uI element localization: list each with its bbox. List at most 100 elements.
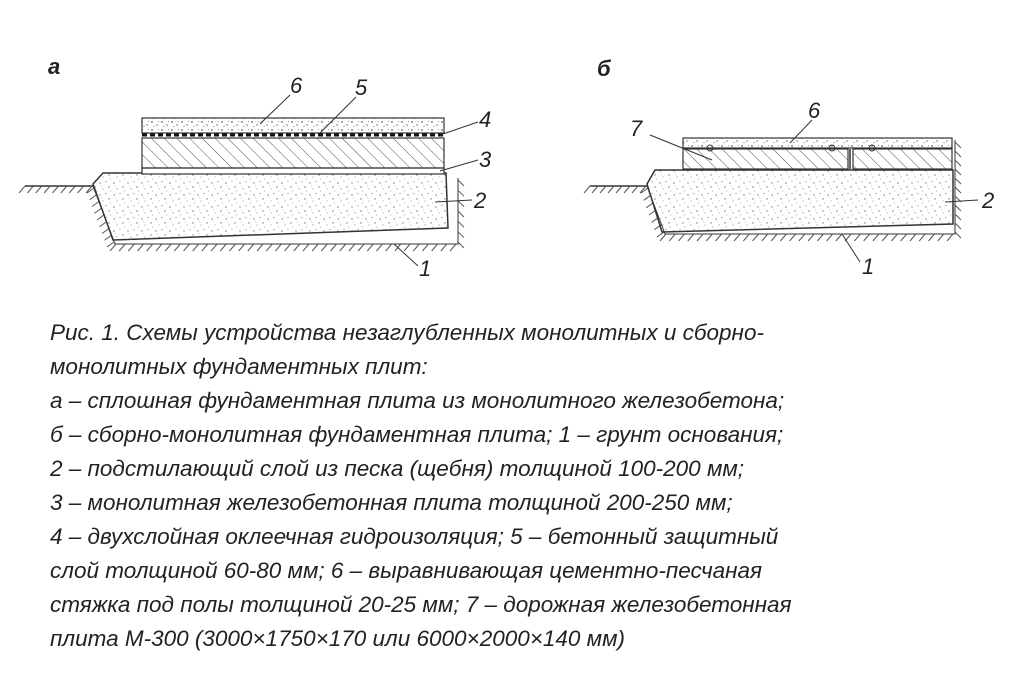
caption-line: слой толщиной 60-80 мм; 6 – выравнивающа… [50, 558, 763, 583]
ground-hatch-tick [293, 243, 301, 252]
panel-b-road-slab-left [682, 148, 849, 170]
ground-hatch-tick [457, 220, 465, 228]
ground-hatch-tick [18, 185, 26, 194]
ground-hatch-tick [954, 177, 962, 185]
ground-hatch-tick [733, 233, 741, 242]
ground-hatch-tick [668, 233, 676, 242]
ground-hatch-tick [891, 233, 898, 242]
ground-hatch-tick [85, 185, 93, 194]
ground-hatch-tick [348, 243, 356, 252]
ground-hatch-tick [607, 185, 615, 194]
ground-hatch-tick [173, 243, 181, 252]
ground-hatch-tick [256, 243, 264, 252]
panel-a-protective-layer [141, 137, 445, 169]
panel-a-leveling-screed [141, 117, 445, 134]
ground-hatch-tick [761, 233, 769, 242]
ground-hatch-tick [639, 185, 647, 194]
panel-a-callout-4: 4 [479, 107, 491, 132]
ground-hatch-tick [52, 185, 59, 194]
panel-a-callout-5: 5 [355, 75, 368, 100]
ground-hatch-tick [101, 228, 110, 234]
foundation-slab-diagram: а 6 5 4 3 2 1 [18, 54, 994, 281]
ground-hatch-tick [954, 168, 962, 176]
ground-hatch-tick [219, 243, 227, 252]
ground-hatch-tick [872, 233, 880, 242]
ground-hatch-tick [640, 187, 649, 194]
panel-a-leaders [259, 94, 479, 267]
ground-hatch-tick [339, 243, 347, 252]
ground-hatch-tick [265, 243, 273, 252]
ground-hatch-tick [928, 233, 935, 242]
ground-hatch-tick [201, 243, 209, 252]
panel-b-ground-soil [583, 140, 962, 242]
ground-hatch-tick [623, 185, 631, 194]
caption-line: Рис. 1. Схемы устройства незаглубленных … [50, 320, 764, 345]
ground-hatch-tick [591, 185, 599, 194]
panel-b-road-slab-right [852, 148, 953, 170]
ground-hatch-tick [954, 222, 962, 230]
ground-hatch-tick [854, 233, 861, 242]
ground-hatch-tick [798, 233, 806, 242]
ground-hatch-tick [457, 200, 465, 208]
caption-line: плита М-300 (3000×1750×170 или 6000×2000… [50, 626, 626, 651]
ground-hatch-tick [457, 241, 465, 249]
ground-hatch-tick [422, 243, 429, 252]
panel-b-callout-7: 7 [630, 116, 643, 141]
ground-hatch-tick [229, 243, 236, 252]
ground-hatch-tick [26, 185, 34, 194]
ground-hatch-tick [742, 233, 750, 242]
ground-hatch-tick [91, 201, 100, 207]
ground-hatch-tick [863, 233, 871, 242]
ground-hatch-tick [431, 243, 439, 252]
ground-hatch-tick [60, 185, 68, 194]
ground-hatch-tick [724, 233, 732, 242]
ground-hatch-tick [705, 233, 713, 242]
ground-hatch-tick [330, 243, 337, 252]
ground-hatch-tick [238, 243, 246, 252]
ground-hatch-tick [937, 233, 945, 242]
ground-hatch-tick [210, 243, 218, 252]
ground-hatch-tick [583, 185, 591, 194]
ground-hatch-tick [954, 141, 962, 149]
ground-hatch-tick [946, 233, 954, 242]
caption-line: 3 – монолитная железобетонная плита толщ… [50, 490, 733, 515]
ground-hatch-tick [94, 207, 102, 214]
ground-hatch-tick [954, 231, 962, 239]
ground-hatch-tick [183, 243, 190, 252]
panel-a: а 6 5 4 3 2 1 [18, 54, 492, 281]
ground-hatch-tick [752, 233, 759, 242]
panel-b-letter: б [597, 56, 612, 81]
panel-b-callout-6: 6 [808, 98, 821, 123]
ground-hatch-tick [146, 243, 154, 252]
ground-hatch-tick [104, 234, 112, 241]
ground-hatch-tick [817, 233, 824, 242]
panel-b: б 7 6 2 1 [583, 56, 994, 279]
ground-hatch-tick [954, 186, 962, 194]
ground-hatch-tick [457, 231, 465, 239]
ground-hatch-tick [678, 233, 685, 242]
ground-hatch-tick [918, 233, 926, 242]
ground-hatch-tick [403, 243, 411, 252]
ground-hatch-tick [192, 243, 200, 252]
caption-line: б – сборно-монолитная фундаментная плита… [50, 422, 784, 447]
ground-hatch-tick [457, 210, 465, 218]
ground-hatch-tick [109, 243, 117, 252]
ground-hatch-tick [284, 243, 291, 252]
ground-hatch-tick [881, 233, 889, 242]
ground-hatch-tick [247, 243, 255, 252]
caption-line: стяжка под полы толщиной 20-25 мм; 7 – д… [50, 592, 792, 617]
panel-b-leveling-screed [682, 137, 953, 149]
ground-hatch-tick [118, 243, 126, 252]
ground-hatch-tick [659, 233, 667, 242]
ground-hatch-tick [89, 194, 97, 201]
ground-hatch-tick [376, 243, 383, 252]
ground-hatch-tick [275, 243, 282, 252]
caption-line: а – сплошная фундаментная плита из монол… [50, 388, 785, 413]
ground-hatch-tick [35, 185, 43, 194]
panel-a-callout-1: 1 [419, 256, 431, 281]
ground-hatch-tick [954, 150, 962, 158]
ground-hatch-tick [357, 243, 365, 252]
ground-hatch-tick [366, 243, 374, 252]
ground-hatch-tick [696, 233, 704, 242]
ground-hatch-tick [789, 233, 796, 242]
